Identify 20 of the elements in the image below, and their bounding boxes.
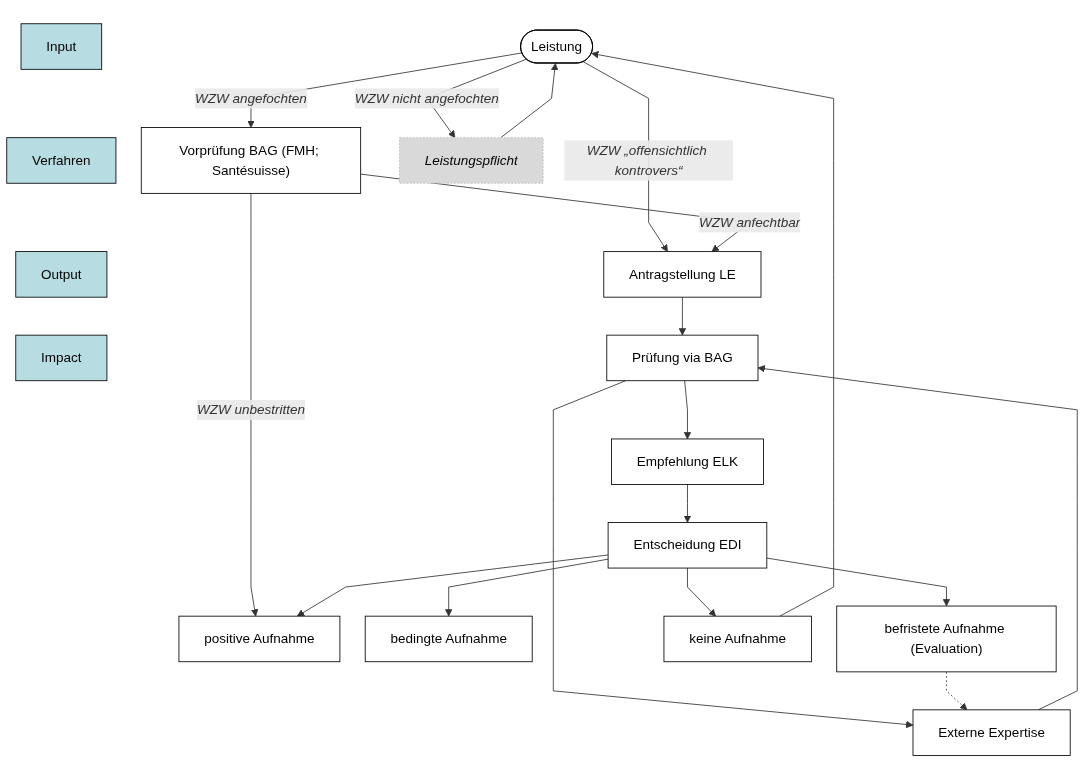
node-box: Input (20, 23, 103, 71)
node-box: Vorprüfung BAG (FMH; Santésuisse) (140, 127, 362, 195)
node-box: bedingte Aufnahme (364, 616, 533, 663)
node-box: befristete Aufnahme (Evaluation) (836, 606, 1057, 673)
node-box: Externe Expertise (912, 709, 1071, 757)
edge-label: WZW unbestritten (196, 402, 305, 417)
edge-label: WZW angefochten (195, 91, 307, 106)
edge-label: WZW „offensichtlich kontrovers“ (586, 143, 707, 178)
node-box: Leistungspflicht (399, 137, 544, 185)
node-box: keine Aufnahme (663, 616, 812, 663)
edge-label: WZW nicht angefochten (354, 91, 499, 106)
node-box: Empfehlung ELK (611, 438, 764, 486)
node-box: Output (15, 251, 108, 298)
edge-label: WZW anfechtbar (698, 215, 801, 230)
node-box: Entscheidung EDI (607, 522, 768, 569)
node-box: Prüfung via BAG (606, 335, 759, 382)
node-box: Antragstellung LE (603, 251, 762, 298)
node-box: Verfahren (6, 137, 117, 185)
node-box: positive Aufnahme (178, 616, 341, 663)
node-box: Impact (15, 335, 108, 382)
